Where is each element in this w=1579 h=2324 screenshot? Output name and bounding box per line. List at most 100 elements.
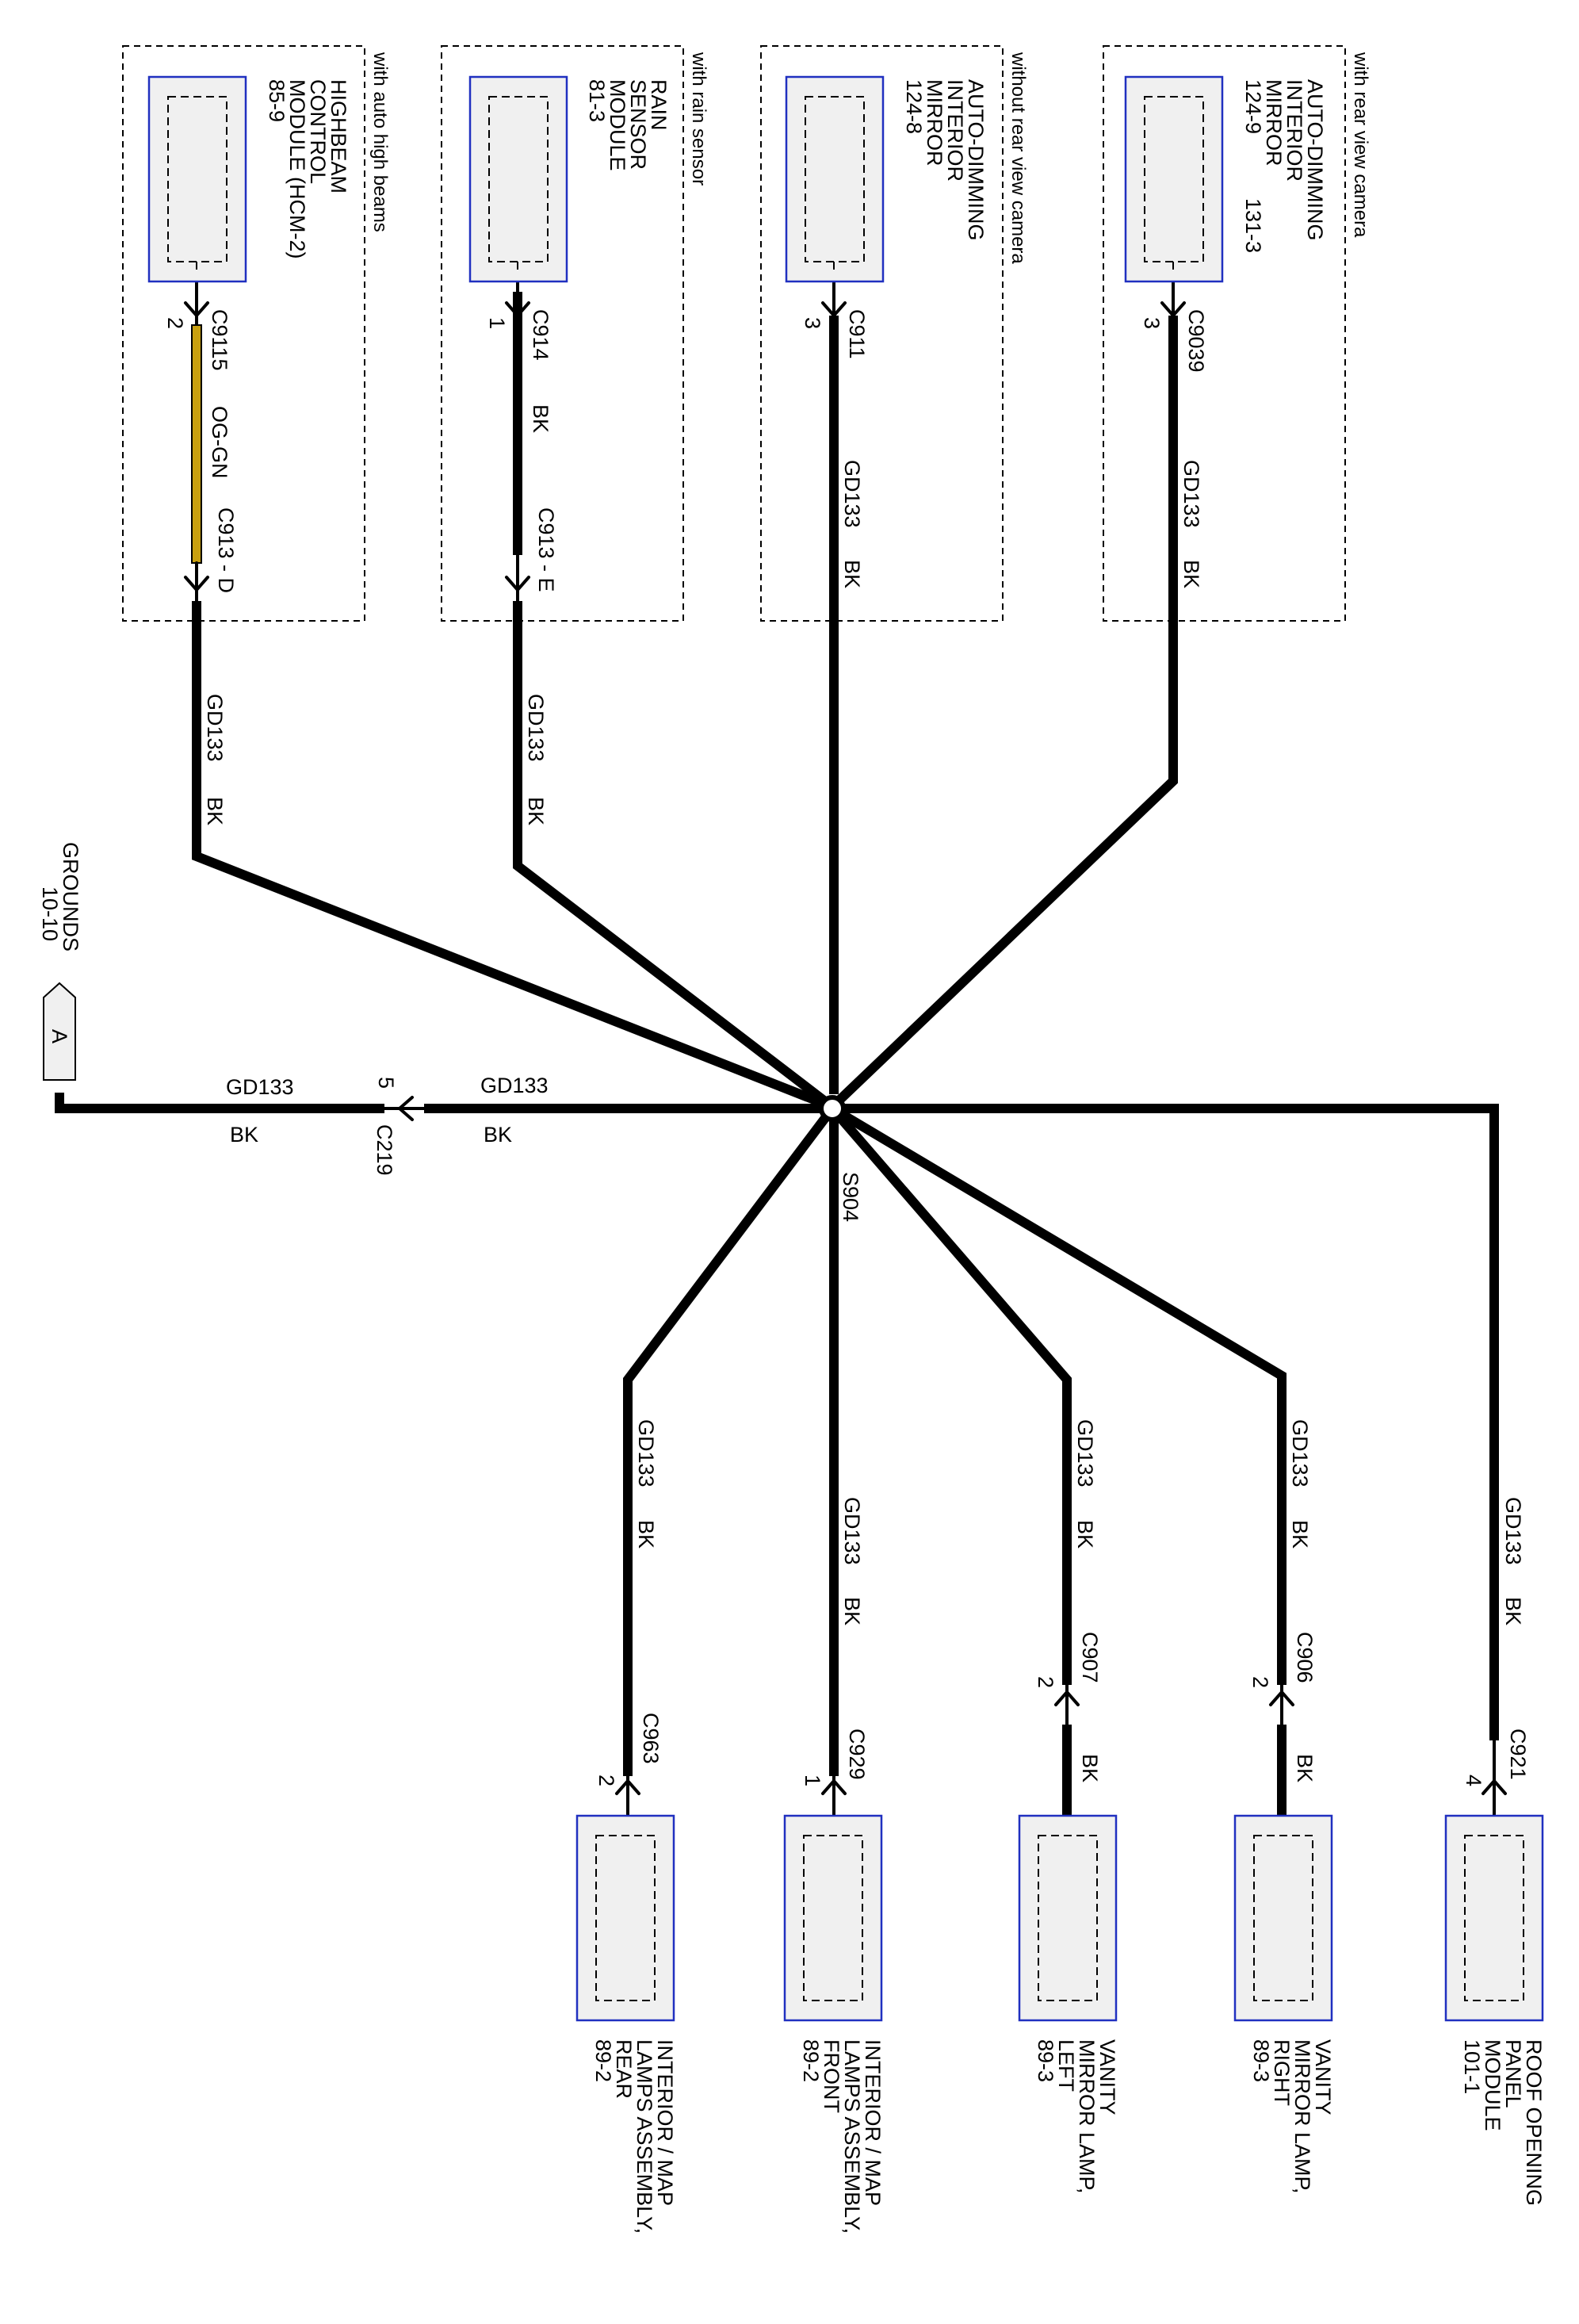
mirror1-wire-circuit: GD133: [840, 460, 864, 528]
component-mirror-124-9: [1124, 75, 1224, 283]
condition-label-without-camera: without rear view camera: [1007, 52, 1029, 264]
pin-c911: 3: [801, 317, 824, 329]
pin-c906: 2: [1248, 1676, 1272, 1688]
rear-name-line-2: LAMPS ASSEMBLY,: [633, 2039, 656, 2234]
roof-name-line-2: PANEL: [1501, 2039, 1525, 2108]
mirror1-name-line-2: INTERIOR: [943, 79, 967, 182]
component-roof-opening: [1444, 1814, 1544, 2022]
rear-wire-circuit: GD133: [634, 1419, 658, 1487]
pin-c929: 1: [801, 1775, 824, 1786]
connector-label-c913-e: C913 - E: [534, 507, 558, 592]
condition-box-auto-high-beams: [122, 45, 365, 622]
vanity-right-wire-color: BK: [1288, 1520, 1312, 1549]
pin-c921: 4: [1462, 1775, 1485, 1786]
mirror1-name-line-1: AUTO-DIMMING: [964, 79, 988, 241]
hcm-name-line-3: MODULE (HCM-2): [285, 79, 309, 259]
ground-wire-left-circuit: GD133: [226, 1075, 294, 1099]
hcm-page: 85-9: [265, 79, 289, 122]
vanity-right-name-line-2: MIRROR LAMP,: [1290, 2039, 1314, 2194]
hcm-name-line-2: CONTROL: [306, 79, 330, 184]
rear-wire-color: BK: [634, 1520, 658, 1549]
front-wire-circuit: GD133: [840, 1497, 864, 1565]
mirror2-name-line-3: MIRROR: [1262, 79, 1286, 167]
wire-vanity-left: [828, 1105, 1072, 1685]
front-name-line-1: INTERIOR / MAP: [861, 2039, 885, 2206]
splice-s904: [819, 1095, 846, 1122]
ground-marker-letter: A: [48, 1029, 71, 1043]
connector-symbol-c913-e: [505, 553, 530, 603]
hcm-harness-color: BK: [203, 797, 227, 825]
pin-c9039: 3: [1140, 317, 1164, 329]
vanity-left-page: 89-3: [1034, 2039, 1057, 2082]
pin-c9115: 2: [163, 317, 187, 329]
rain-name-line-1: RAIN: [647, 79, 671, 131]
connector-symbol-c913-d: [184, 561, 209, 603]
component-mirror-124-8: [785, 75, 885, 283]
component-vanity-right: [1233, 1814, 1333, 2022]
wire-rain-sensor-harness: [513, 601, 835, 1111]
wire-hcm-harness: [192, 601, 835, 1112]
vanity-left-name-line-3: LEFT: [1054, 2039, 1078, 2092]
connector-label-c929: C929: [845, 1729, 869, 1780]
condition-box-with-camera: [1103, 45, 1346, 622]
vanity-left-lower-color: BK: [1078, 1754, 1102, 1782]
pin-c907: 2: [1034, 1676, 1057, 1688]
condition-label-rain-sensor: with rain sensor: [688, 52, 709, 186]
rain-wire-color: BK: [529, 404, 552, 433]
wire-interior-rear: [623, 1105, 836, 1776]
connector-symbol-c921: [1482, 1739, 1507, 1825]
connector-label-c963: C963: [639, 1713, 663, 1764]
pin-c963: 2: [595, 1775, 618, 1786]
vanity-right-page: 89-3: [1249, 2039, 1273, 2082]
connector-symbol-c907: [1054, 1683, 1080, 1726]
connector-label-c907: C907: [1078, 1632, 1102, 1683]
mirror2-name-line-2: INTERIOR: [1283, 79, 1306, 182]
wire-color-og-gn: OG-GN: [208, 406, 231, 479]
condition-label-with-camera: with rear view camera: [1350, 52, 1371, 238]
roof-wire-color: BK: [1501, 1597, 1525, 1625]
mirror1-page: 124-8: [902, 79, 926, 134]
ground-title: GROUNDS: [59, 842, 82, 951]
mirror1-name-line-3: MIRROR: [923, 79, 946, 167]
connector-label-c911: C911: [845, 309, 869, 359]
front-name-line-2: LAMPS ASSEMBLY,: [840, 2039, 864, 2234]
rain-harness-color: BK: [524, 797, 548, 825]
wire-ground-left: [55, 1093, 384, 1113]
roof-page: 101-1: [1460, 2039, 1484, 2094]
component-interior-front: [783, 1814, 883, 2022]
vanity-right-name-line-3: RIGHT: [1270, 2039, 1294, 2106]
component-interior-rear: [575, 1814, 675, 2022]
wire-vanity-right: [829, 1104, 1287, 1685]
roof-name-line-3: MODULE: [1481, 2039, 1504, 2131]
mirror2-wire-color: BK: [1179, 560, 1203, 588]
vanity-right-wire-circuit: GD133: [1288, 1419, 1312, 1487]
hcm-harness-circuit: GD133: [203, 694, 227, 762]
vanity-right-lower-color: BK: [1293, 1754, 1317, 1782]
condition-label-auto-high-beams: with auto high beams: [369, 52, 391, 232]
connector-label-c906: C906: [1293, 1632, 1317, 1683]
rear-name-line-3: REAR: [612, 2039, 636, 2099]
component-rain-sensor: [468, 75, 568, 283]
vanity-left-wire-circuit: GD133: [1073, 1419, 1097, 1487]
roof-name-line-1: ROOF OPENING: [1522, 2039, 1546, 2206]
vanity-left-name-line-2: MIRROR LAMP,: [1075, 2039, 1099, 2194]
mirror2-page: 124-9: [1241, 79, 1265, 134]
connector-label-c9039: C9039: [1184, 309, 1208, 373]
front-wire-color: BK: [840, 1597, 864, 1625]
ground-wire-right-circuit: GD133: [480, 1074, 549, 1097]
front-name-line-3: FRONT: [820, 2039, 843, 2113]
ground-wire-left-color: BK: [230, 1123, 258, 1147]
wire-mirror-124-9: [828, 316, 1178, 1111]
rain-page: 81-3: [585, 79, 609, 122]
wire-roof-opening: [832, 1104, 1499, 1740]
rain-harness-circuit: GD133: [524, 694, 548, 762]
connector-label-c219: C219: [373, 1124, 396, 1176]
rain-name-line-2: SENSOR: [626, 79, 650, 170]
rain-name-line-3: MODULE: [606, 79, 629, 171]
mirror1-wire-color: BK: [840, 560, 864, 588]
pin-c914: 1: [485, 317, 509, 329]
connector-label-c921: C921: [1506, 1729, 1530, 1780]
component-vanity-left: [1018, 1814, 1118, 2022]
connector-label-c913-d: C913 - D: [214, 507, 238, 593]
